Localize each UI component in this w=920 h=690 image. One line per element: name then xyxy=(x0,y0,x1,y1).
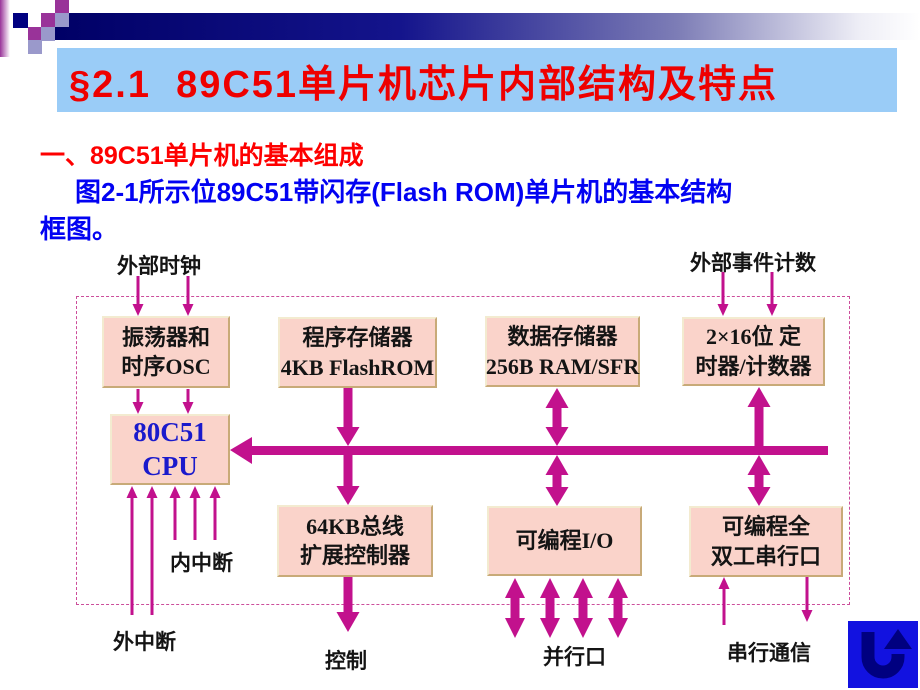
chip-boundary xyxy=(76,296,850,605)
box-programmable-io-line1: 可编程I/O xyxy=(515,528,614,554)
deco-square xyxy=(55,13,69,27)
page-title: §2.1 89C51单片机芯片内部结构及特点 xyxy=(69,63,779,106)
body-text-line-2: 框图。 xyxy=(40,214,119,244)
box-data-memory-line2: 256B RAM/SFR xyxy=(485,353,640,379)
label-external-event-count: 外部事件计数 xyxy=(690,251,816,275)
deco-square xyxy=(13,13,28,28)
box-serial-port: 可编程全 双工串行口 xyxy=(689,506,843,577)
box-cpu: 80C51 CPU xyxy=(110,414,230,485)
box-bus-controller-line1: 64KB总线 xyxy=(306,513,404,539)
return-button[interactable] xyxy=(848,621,918,688)
deco-square xyxy=(41,27,55,41)
label-external-interrupt: 外中断 xyxy=(113,630,176,654)
box-program-memory-line1: 程序存储器 xyxy=(302,325,413,351)
box-osc-line2: 时序OSC xyxy=(121,354,211,379)
box-osc: 振荡器和 时序OSC xyxy=(102,316,230,388)
section-heading: 一、89C51单片机的基本组成 xyxy=(40,142,364,170)
label-external-clock: 外部时钟 xyxy=(117,254,201,278)
box-bus-controller: 64KB总线 扩展控制器 xyxy=(277,505,433,577)
box-data-memory-line1: 数据存储器 xyxy=(507,324,618,350)
label-control: 控制 xyxy=(325,649,367,673)
box-bus-controller-line2: 扩展控制器 xyxy=(299,543,410,568)
box-cpu-line1: 80C51 xyxy=(133,416,207,447)
box-data-memory: 数据存储器 256B RAM/SFR xyxy=(485,316,640,387)
deco-square xyxy=(55,0,69,14)
label-internal-interrupt: 内中断 xyxy=(170,551,233,575)
top-gradient-bar xyxy=(55,13,920,40)
box-serial-port-line1: 可编程全 xyxy=(721,514,810,540)
box-timer-counter-line1: 2×16位 定 xyxy=(705,324,802,350)
u-turn-icon xyxy=(861,629,912,679)
box-serial-port-line2: 双工串行口 xyxy=(710,543,821,569)
label-parallel-port: 并行口 xyxy=(543,645,606,669)
box-program-memory-line2: 4KB FlashROM xyxy=(280,354,435,380)
box-osc-line1: 振荡器和 xyxy=(121,324,210,350)
body-text-line-1: 图2-1所示位89C51带闪存(Flash ROM)单片机的基本结构 xyxy=(75,177,733,207)
box-program-memory: 程序存储器 4KB FlashROM xyxy=(278,317,437,388)
deco-square xyxy=(28,27,42,41)
deco-square xyxy=(41,13,55,27)
deco-gradient-strip xyxy=(0,0,10,57)
deco-square xyxy=(28,40,42,54)
box-cpu-line2: CPU xyxy=(142,450,198,481)
box-timer-counter-line2: 时器/计数器 xyxy=(695,353,812,379)
label-serial-comm: 串行通信 xyxy=(727,641,811,665)
box-timer-counter: 2×16位 定 时器/计数器 xyxy=(682,317,825,386)
slide-title-bar: §2.1 89C51单片机芯片内部结构及特点 xyxy=(57,48,897,112)
box-programmable-io: 可编程I/O xyxy=(487,506,642,576)
